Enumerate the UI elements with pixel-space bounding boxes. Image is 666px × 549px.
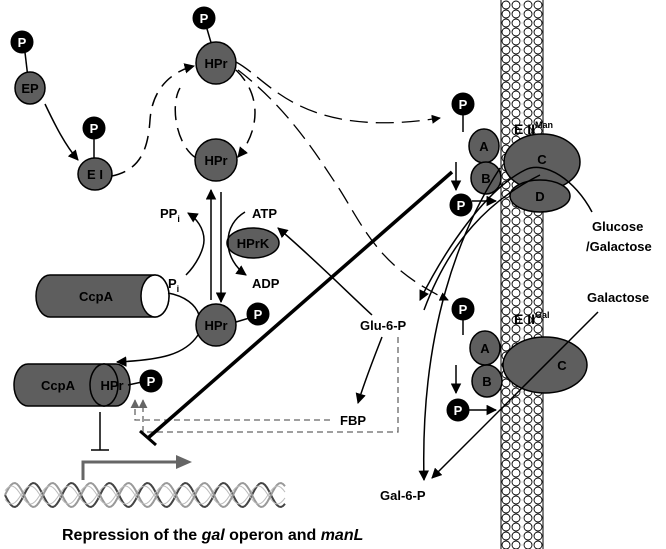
phosphate-icon (139, 369, 163, 393)
ep-label: EP (21, 81, 39, 96)
ppi-label: PPi (160, 206, 180, 224)
phosphate-icon (82, 116, 106, 140)
hpr-label: HPr (204, 56, 227, 71)
inhibition-bar (139, 429, 157, 447)
ccpa-hpr-complex: CcpA HPr P (13, 363, 163, 407)
hpr-p-top-node: P HPr (192, 6, 237, 85)
hpr-to-eii-gal-arrow (237, 69, 449, 301)
promoter-arrow (81, 460, 178, 480)
hpr-mid-node: HPr (194, 138, 238, 182)
svg-text:A: A (479, 139, 489, 154)
svg-text:A: A (480, 341, 490, 356)
glucose-inner-curve (423, 174, 541, 311)
svg-text:D: D (535, 189, 544, 204)
atp-to-adp-arrow (227, 211, 247, 276)
eii-gal-label: E IIGal (514, 310, 550, 327)
phosphate-icon (10, 30, 34, 54)
eii-man-domain-d (509, 179, 571, 213)
hprk-node: HPrK (226, 227, 280, 259)
phosphate-label: P (459, 302, 468, 317)
eii-gal-domain-b (471, 364, 503, 398)
galactose-to-gal6p-arrow (418, 167, 501, 482)
phosphate-label: P (200, 11, 209, 26)
glu6p-activation-arrow (138, 337, 399, 433)
hpr-to-complex-arrow (115, 334, 199, 367)
svg-text:C: C (557, 358, 567, 373)
phosphate-icon (451, 297, 475, 321)
hpr-label: HPr (100, 378, 123, 393)
ep-to-ei-arrow (44, 103, 79, 161)
phosphate-label: P (254, 307, 263, 322)
galactose-slash-label: /Galactose (586, 239, 652, 254)
atp-label: ATP (252, 206, 277, 221)
glu6p-to-fbp-arrow (355, 336, 383, 405)
caption: Repression of the gal operon and manL (62, 527, 363, 544)
hprk-label: HPrK (237, 236, 270, 251)
phosphate-icon (451, 92, 475, 116)
phosphate-label: P (457, 198, 466, 213)
ccpa-binding-line (167, 292, 200, 316)
phosphate-label: P (18, 35, 27, 50)
eii-man-label: E IIMan (514, 120, 553, 137)
galactose-uptake-arrow (431, 311, 599, 479)
fbp-label: FBP (340, 413, 366, 428)
inhibition-line (146, 170, 454, 440)
svg-text:B: B (481, 171, 490, 186)
hpr-label: HPr (204, 318, 227, 333)
hpr-to-eii-man-arrow (235, 61, 441, 124)
hpr-p-ser-node: HPr P (195, 302, 270, 347)
galactose-label: Galactose (587, 290, 649, 305)
svg-text:C: C (537, 152, 547, 167)
hpr-label: HPr (204, 153, 227, 168)
phosphate-icon (449, 193, 473, 217)
ei-to-hpr-arrow (111, 63, 196, 177)
dna-helix (4, 481, 286, 509)
promoter-arrowhead (176, 455, 192, 469)
ccpa-label: CcpA (41, 378, 76, 393)
ccpa-free: CcpA (35, 274, 170, 318)
svg-text:B: B (482, 374, 491, 389)
hpr-loop-right (235, 69, 256, 158)
ei-node: P E I (77, 116, 113, 191)
glucose-label: Glucose (592, 219, 643, 234)
pi-to-ppi-arrow (185, 212, 205, 276)
phosphate-label: P (459, 97, 468, 112)
ccpa-label: CcpA (79, 289, 114, 304)
fbp-activation-arrow (130, 399, 330, 421)
phosphate-label: P (454, 403, 463, 418)
phosphate-label: P (147, 374, 156, 389)
gal6p-label: Gal-6-P (380, 488, 426, 503)
adp-label: ADP (252, 276, 280, 291)
ep-node: P EP (10, 30, 46, 105)
eii-man-transporter: A B C D E IIMan P P (449, 92, 581, 217)
eii-man-domain-b (470, 161, 502, 195)
glu6p-to-atp-arrow (277, 227, 373, 316)
glucose-uptake-arrow (419, 166, 593, 301)
pi-label: Pi (168, 276, 179, 294)
hpr-loop-left (174, 87, 197, 159)
phosphate-icon (246, 302, 270, 326)
phosphate-icon (192, 6, 216, 30)
phosphate-label: P (90, 121, 99, 136)
glu6p-label: Glu-6-P (360, 318, 407, 333)
cell-membrane (500, 0, 544, 549)
ei-label: E I (87, 167, 103, 182)
